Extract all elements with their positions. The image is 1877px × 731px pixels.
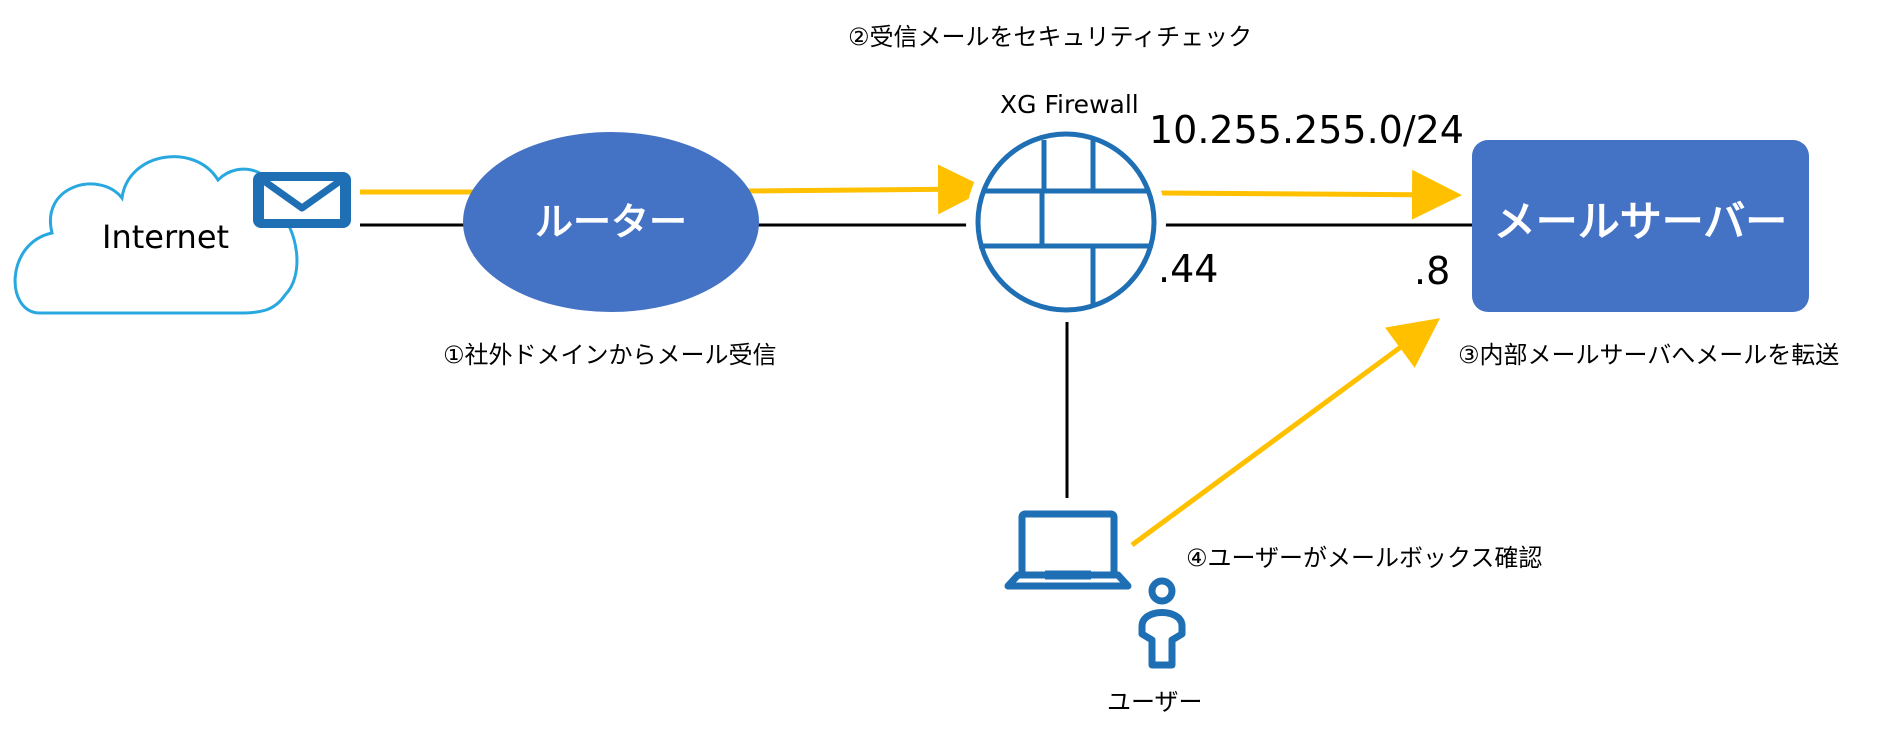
envelope-icon: [253, 172, 351, 228]
step2-label: ②受信メールをセキュリティチェック: [848, 23, 1253, 51]
laptop-icon: [1004, 510, 1132, 590]
firewall-label: XG Firewall: [1000, 90, 1139, 119]
mail-server-label: メールサーバー: [1493, 197, 1788, 246]
step4-label: ④ユーザーがメールボックス確認: [1186, 544, 1543, 572]
person-icon: [1138, 577, 1186, 669]
cloud-icon: [13, 155, 299, 315]
step3-label: ③内部メールサーバへメールを転送: [1458, 341, 1840, 369]
flow-arrow-router-firewall: [747, 164, 988, 215]
flow-arrow-user-server: [1130, 318, 1441, 548]
step1-label: ①社外ドメインからメール受信: [443, 341, 777, 369]
subnet-label: 10.255.255.0/24: [1149, 108, 1464, 152]
mail-server-node: [1472, 140, 1809, 312]
firewall-icon: [966, 122, 1166, 322]
firewall-ip-label: .44: [1158, 247, 1219, 291]
internet-label: Internet: [102, 218, 230, 256]
flow-arrow-firewall-server: [1159, 169, 1462, 220]
server-ip-label: .8: [1414, 249, 1451, 293]
user-label: ユーザー: [1107, 688, 1203, 716]
router-label: ルーター: [534, 200, 687, 244]
router-node: [463, 132, 759, 312]
